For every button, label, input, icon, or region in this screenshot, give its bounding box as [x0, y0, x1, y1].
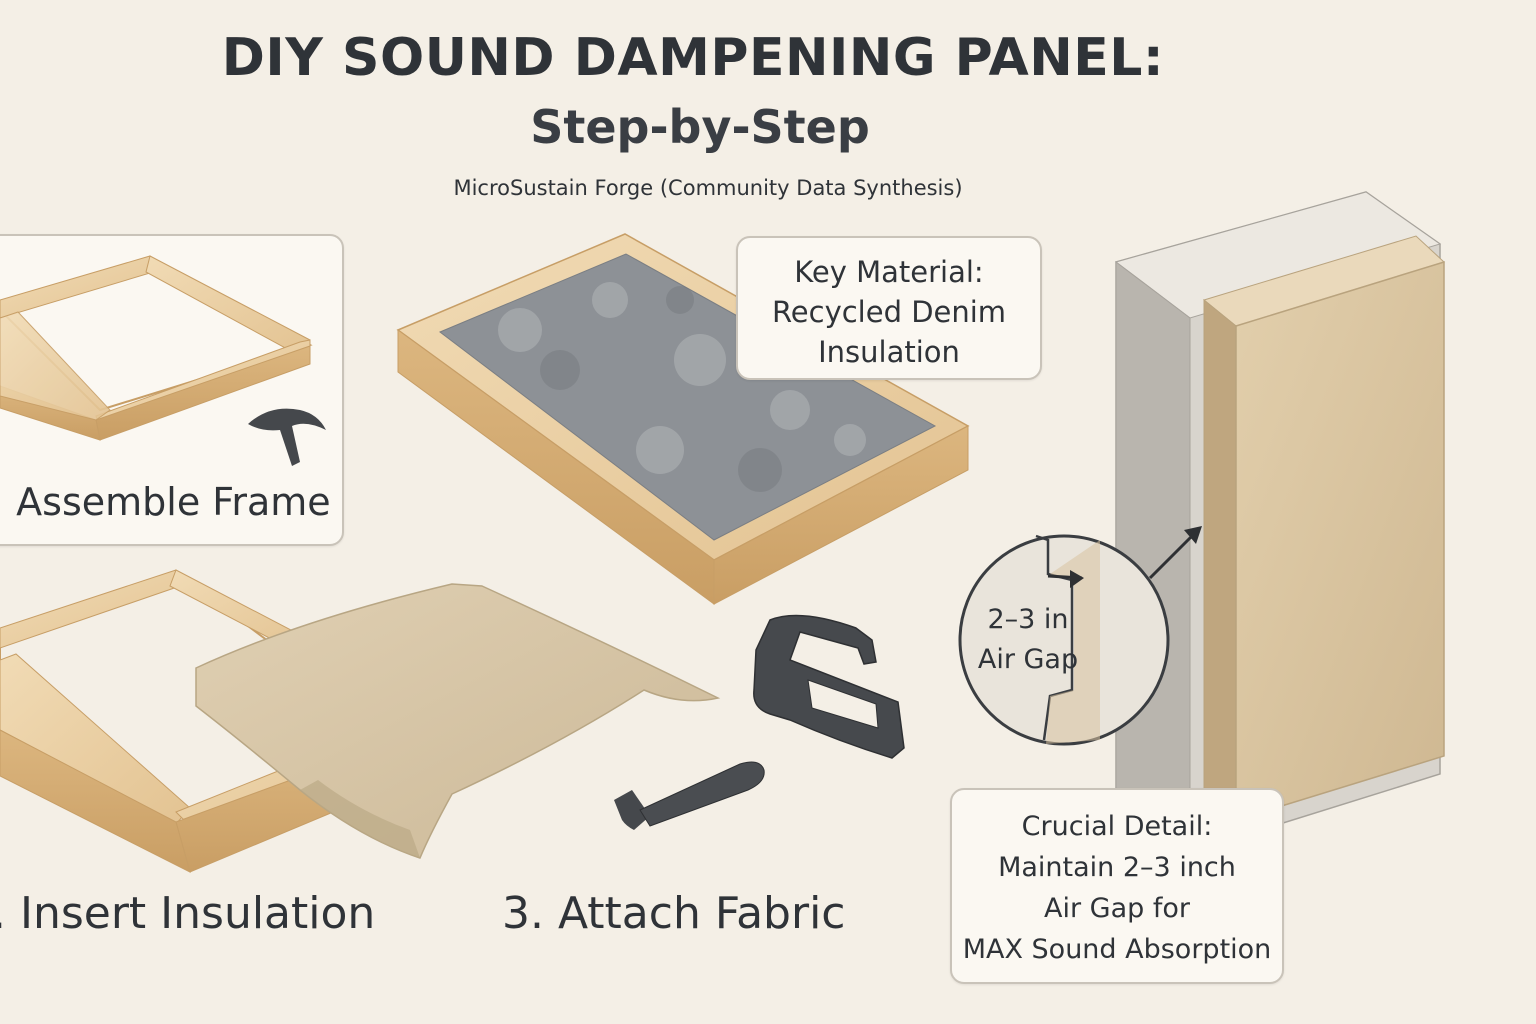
acoustic-panel	[1202, 235, 1445, 822]
staple-gun-icon	[753, 614, 905, 759]
step-1-label: . Assemble Frame	[0, 480, 331, 524]
air-gap-label: 2–3 in Air Gap	[968, 600, 1088, 680]
wooden-frame-step-1	[0, 255, 313, 441]
page-subtitle: Step-by-Step	[530, 100, 870, 154]
page-title: DIY SOUND DAMPENING PANEL:	[221, 28, 1165, 88]
source-credit: MicroSustain Forge (Community Data Synth…	[453, 176, 963, 200]
tack-hammer-icon	[614, 761, 765, 830]
key-material-line-1: Key Material:	[794, 255, 984, 289]
step-3-label: 3. Attach Fabric	[502, 888, 846, 939]
crucial-detail-line-3: Air Gap for	[1044, 893, 1190, 924]
air-gap-label-line-1: 2–3 in	[987, 604, 1069, 635]
step-2-label: . Insert Insulation	[0, 888, 376, 939]
key-material-line-2: Recycled Denim	[771, 295, 1007, 329]
air-gap-zoom-circle	[958, 526, 1202, 746]
key-material-line-3: Insulation	[818, 335, 960, 369]
crucial-detail-callout: Crucial Detail: Maintain 2–3 inch Air Ga…	[950, 788, 1284, 984]
key-material-callout: Key Material: Recycled Denim Insulation	[736, 236, 1042, 380]
air-gap-label-line-2: Air Gap	[977, 644, 1079, 675]
hammer-icon	[248, 408, 326, 466]
crucial-detail-line-4: MAX Sound Absorption	[962, 934, 1272, 965]
crucial-detail-line-2: Maintain 2–3 inch	[998, 852, 1236, 883]
fabric-sheet	[195, 583, 721, 859]
frame-with-insulation	[396, 233, 970, 605]
crucial-detail-line-1: Crucial Detail:	[1021, 811, 1213, 842]
